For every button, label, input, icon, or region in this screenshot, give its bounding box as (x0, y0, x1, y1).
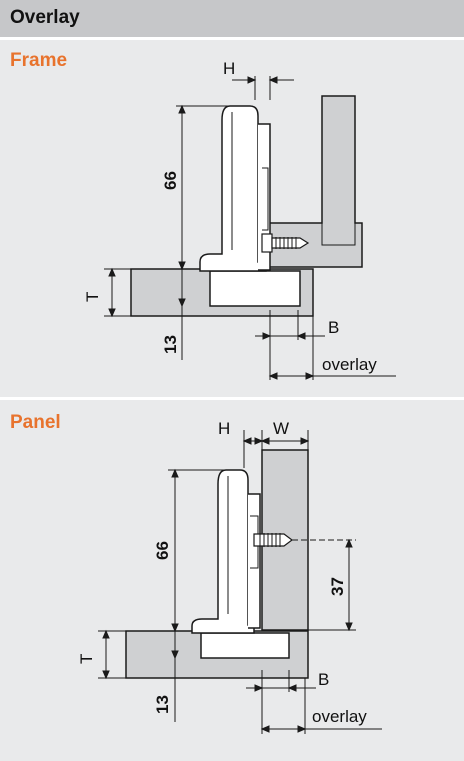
frame-profile (262, 95, 363, 268)
frame-dim-h: H (223, 59, 235, 78)
page-title: Overlay (0, 0, 464, 37)
panel-dim-b: B (318, 670, 329, 689)
screw-icon (253, 533, 293, 547)
frame-diagram: H 66 T 13 B overlay (83, 59, 396, 380)
frame-title: Frame (10, 50, 68, 71)
hinge-arm (199, 105, 267, 272)
frame-panel: Frame (0, 40, 464, 397)
frame-dim-depth: 13 (161, 335, 180, 354)
panel-title: Panel (10, 412, 61, 433)
hinge-cup (200, 632, 290, 659)
panel-dim-overlay: overlay (312, 707, 367, 726)
mounting-plate (248, 493, 261, 629)
panel-dim-h: H (218, 419, 230, 438)
frame-dim-overlay: overlay (322, 355, 377, 374)
screw-icon (261, 233, 310, 253)
panel-dim-height: 66 (153, 541, 172, 560)
hinge-arm (191, 469, 255, 634)
frame-dim-b: B (328, 318, 339, 337)
panel-diagram: H W 66 37 T 13 B overlay (77, 419, 382, 734)
panel-dim-depth: 13 (153, 695, 172, 714)
panel-dim-w: W (273, 419, 289, 438)
panel-dim-screw: 37 (328, 577, 347, 596)
frame-dim-t: T (83, 292, 102, 302)
panel-panel: Panel (0, 400, 464, 761)
panel-dim-t: T (77, 654, 96, 664)
frame-dim-height: 66 (161, 171, 180, 190)
hinge-cup (209, 270, 301, 307)
